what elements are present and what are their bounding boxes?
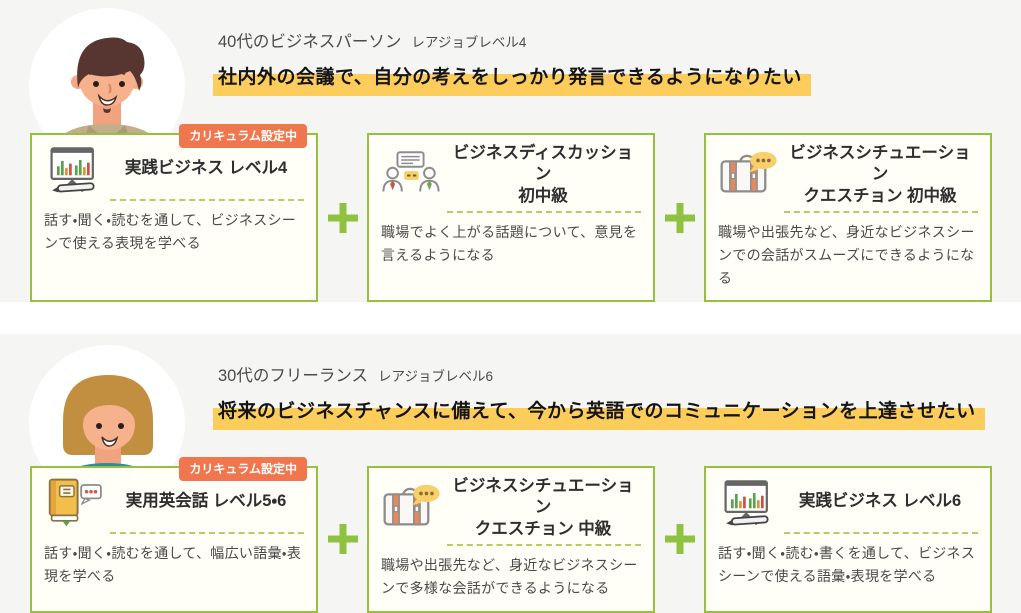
persona-heading: 40代のビジネスパーソンレアジョブレベル4 bbox=[218, 28, 526, 52]
briefcase-speech-icon bbox=[381, 482, 445, 534]
card-title: 実践ビジネス レベル6 bbox=[798, 492, 962, 511]
discussion-people-icon bbox=[381, 149, 445, 201]
persona-section-businessperson: 40代のビジネスパーソンレアジョブレベル4 社内外の会議で、自分の考えをしっかり… bbox=[0, 0, 1021, 303]
dashed-divider bbox=[447, 544, 641, 547]
card-header: ビジネスシチュエーション クエスチョン 中級 bbox=[381, 476, 641, 540]
card-description: 話す・聞く・読むを通して、幅広い語彙・表現を学べる bbox=[44, 545, 302, 584]
card-header: ビジネスシチュエーション クエスチョン 初中級 bbox=[718, 143, 978, 207]
goal-statement: 将来のビジネスチャンスに備えて、今から英語でのコミュニケーションを上達させたい bbox=[213, 396, 985, 430]
plus-icon bbox=[655, 198, 704, 238]
card-header: 実用英会話 レベル5・6 bbox=[44, 476, 304, 528]
card-description: 職場や出張先など、身近なビジネスシーンでの会話がスムーズにできるようになる bbox=[718, 224, 975, 286]
card-title: 実践ビジネス レベル4 bbox=[124, 159, 288, 178]
dashed-divider bbox=[784, 532, 978, 534]
persona-level: レアジョブレベル4 bbox=[411, 35, 527, 50]
dashed-divider bbox=[110, 532, 304, 534]
curriculum-card-jitsuyou-eikaiwa: カリキュラム設定中 実用英会話 レベル5・6 話す・聞く・読むを通して、幅広い語… bbox=[30, 457, 318, 613]
plus-icon bbox=[318, 198, 367, 238]
curriculum-card-jissen-business-6: 実践ビジネス レベル6 話す・聞く・読む・書くを通して、ビジネスシーンで使える語… bbox=[704, 466, 992, 613]
card-header: 実践ビジネス レベル4 bbox=[44, 143, 304, 195]
curriculum-setting-badge: カリキュラム設定中 bbox=[179, 124, 307, 148]
persona-name: 40代のビジネスパーソン bbox=[218, 33, 402, 51]
curriculum-card-jissen-business-4: カリキュラム設定中 実践ビジネス レベル4 話す・聞く・読むを通して、ビジネスシ… bbox=[30, 124, 318, 303]
persona-level: レアジョブレベル6 bbox=[378, 369, 493, 384]
curriculum-row: カリキュラム設定中 実践ビジネス レベル4 話す・聞く・読むを通して、ビジネスシ… bbox=[30, 124, 992, 303]
curriculum-row: カリキュラム設定中 実用英会話 レベル5・6 話す・聞く・読むを通して、幅広い語… bbox=[30, 457, 992, 613]
presentation-chart-icon bbox=[718, 476, 782, 528]
curriculum-card-business-discussion: ビジネスディスカッション 初中級 職場でよく上がる話題について、意見を言えるよう… bbox=[367, 133, 655, 303]
card-title: ビジネスシチュエーション クエスチョン 中級 bbox=[452, 477, 634, 538]
card-description: 話す・聞く・読む・書くを通して、ビジネスシーンで使える語彙・表現を学べる bbox=[718, 545, 976, 584]
curriculum-card-situation-question-intermediate: ビジネスシチュエーション クエスチョン 中級 職場や出張先など、身近なビジネスシ… bbox=[367, 466, 655, 613]
curriculum-setting-badge: カリキュラム設定中 bbox=[179, 457, 307, 481]
card-description: 職場でよく上がる話題について、意見を言えるようになる bbox=[381, 224, 638, 263]
plus-icon bbox=[318, 519, 367, 559]
goal-statement: 社内外の会議で、自分の考えをしっかり発言できるようになりたい bbox=[213, 62, 811, 96]
dashed-divider bbox=[110, 199, 304, 201]
curriculum-card-situation-question-beginner: ビジネスシチュエーション クエスチョン 初中級 職場や出張先など、身近なビジネス… bbox=[704, 133, 992, 303]
card-description: 話す・聞く・読むを通して、ビジネスシーンで使える表現を学べる bbox=[44, 212, 297, 251]
persona-heading: 30代のフリーランスレアジョブレベル6 bbox=[218, 362, 493, 386]
dashed-divider bbox=[784, 211, 978, 214]
plus-icon bbox=[655, 519, 704, 559]
presentation-chart-icon bbox=[44, 143, 108, 195]
card-header: ビジネスディスカッション 初中級 bbox=[381, 143, 641, 207]
briefcase-speech-icon bbox=[718, 149, 782, 201]
book-speech-icon bbox=[44, 476, 108, 528]
persona-section-freelancer: 30代のフリーランスレアジョブレベル6 将来のビジネスチャンスに備えて、今から英… bbox=[0, 334, 1021, 613]
card-header: 実践ビジネス レベル6 bbox=[718, 476, 978, 528]
card-title: ビジネスディスカッション 初中級 bbox=[452, 144, 634, 205]
card-description: 職場や出張先など、身近なビジネスシーンで多様な会話ができるようになる bbox=[381, 557, 638, 596]
card-title: 実用英会話 レベル5・6 bbox=[125, 492, 287, 511]
persona-name: 30代のフリーランス bbox=[218, 367, 369, 385]
card-title: ビジネスシチュエーション クエスチョン 初中級 bbox=[789, 144, 971, 205]
dashed-divider bbox=[447, 211, 641, 214]
